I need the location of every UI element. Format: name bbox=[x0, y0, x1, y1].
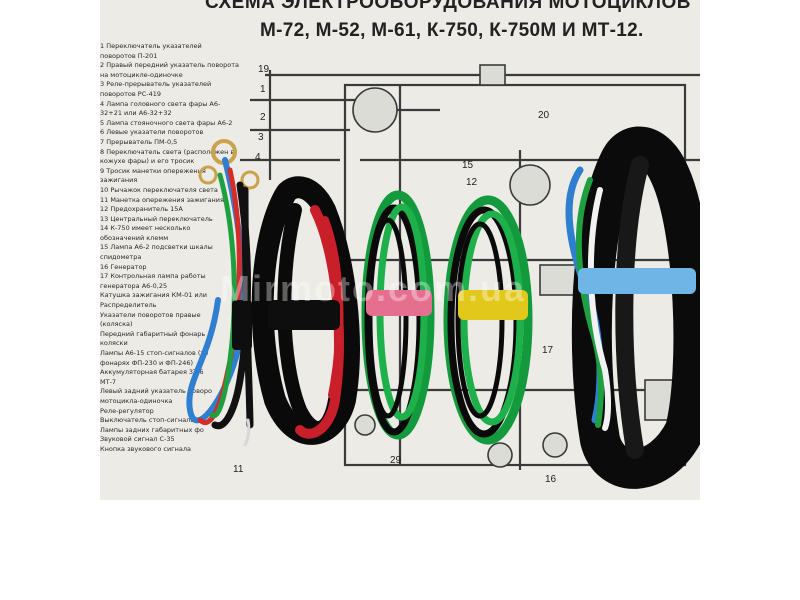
legend-item: кожухе фары) и его тросик bbox=[100, 157, 195, 166]
legend-item: генератора А6-0,25 bbox=[100, 281, 168, 290]
watermark: Mirmoto.com.ua bbox=[220, 268, 527, 309]
legend-item: Лампы А6-15 стоп-сигналов (то bbox=[100, 349, 209, 357]
thin-wire-bundle bbox=[186, 139, 260, 447]
callout-label: 15 bbox=[462, 160, 474, 171]
legend-item: 13 Центральный переключатель bbox=[100, 214, 213, 223]
legend-item: Звуковой сигнал С-35 bbox=[100, 435, 175, 444]
callout-layer: 19 1 2 3 4 15 12 20 17 29 11 16 bbox=[233, 64, 557, 485]
legend-item: Реле-регулятор bbox=[100, 406, 154, 415]
legend-item: Левый задний указатель поворо bbox=[100, 387, 213, 396]
legend-item: 16 Генератор bbox=[100, 262, 147, 271]
legend-item: поворотов П-201 bbox=[100, 51, 158, 60]
legend-item: 8 Переключатель света (расположен в bbox=[100, 147, 235, 156]
callout-label: 12 bbox=[466, 177, 478, 188]
diagram-title-line1: СХЕМА ЭЛЕКТРООБОРУДОВАНИЯ МОТОЦИКЛОВ bbox=[205, 0, 691, 13]
callout-label: 17 bbox=[542, 345, 554, 356]
large-tube-bundle bbox=[565, 126, 700, 489]
legend-item: Передний габаритный фонарь bbox=[100, 329, 206, 338]
legend-item: мотоцикла-одиночка bbox=[100, 396, 173, 405]
callout-label: 16 bbox=[545, 474, 557, 485]
legend-item: Аккумуляторная батарея 3Т-6 bbox=[100, 368, 204, 377]
legend-item: 12 Предохранитель 15А bbox=[100, 205, 183, 214]
legend-item: на мотоцикле-одиночке bbox=[100, 70, 183, 79]
legend-item: Выключатель стоп-сигнала bbox=[100, 416, 195, 425]
legend-item: (коляска) bbox=[100, 320, 133, 329]
legend-item: спидометра bbox=[100, 253, 142, 262]
legend-item: коляски bbox=[100, 339, 128, 348]
legend-item: МТ-7 bbox=[100, 377, 117, 386]
legend-item: Указатели поворотов правые bbox=[100, 310, 201, 319]
product-photo: СХЕМА ЭЛЕКТРООБОРУДОВАНИЯ МОТОЦИКЛОВ М-7… bbox=[100, 0, 700, 500]
green-black-coil-1 bbox=[361, 190, 435, 440]
legend-item: 4 Лампа головного света фары А6- bbox=[100, 99, 221, 108]
legend-item: 1 Переключатель указателей bbox=[100, 42, 202, 50]
callout-label: 3 bbox=[258, 132, 264, 143]
black-red-cable-bundle bbox=[251, 176, 360, 445]
legend-item: 10 Рычажок переключателя света bbox=[100, 185, 218, 194]
legend-item: 9 Тросик манетки опережения bbox=[100, 166, 206, 175]
legend-item: 15 Лампа А6-2 подсветки шкалы bbox=[100, 243, 213, 252]
legend-item: обозначений клемм bbox=[100, 233, 169, 242]
legend-item: Катушка зажигания КМ-01 или bbox=[100, 291, 208, 300]
callout-label: 11 bbox=[233, 464, 244, 475]
callout-label: 19 bbox=[258, 64, 270, 75]
callout-label: 29 bbox=[390, 455, 402, 466]
legend-item: Кнопка звукового сигнала bbox=[100, 444, 191, 453]
wiring-harness-bundles bbox=[186, 126, 700, 489]
legend-item: зажигания bbox=[100, 176, 138, 185]
legend-item: 32+21 или А6-32+32 bbox=[100, 109, 172, 118]
legend-item: 2 Правый передний указатель поворота bbox=[100, 61, 240, 70]
diagram-title-line2: М-72, М-52, М-61, К-750, К-750М И МТ-12. bbox=[260, 20, 644, 41]
callout-label: 4 bbox=[255, 152, 261, 163]
green-black-coil-2 bbox=[443, 195, 533, 445]
callout-label: 1 bbox=[260, 84, 266, 95]
legend-item: 14 К-750 имеет несколько bbox=[100, 224, 191, 233]
callout-label: 2 bbox=[260, 112, 266, 123]
legend-item: фонарях ФП-230 и ФП-246) bbox=[100, 358, 194, 367]
callout-label: 20 bbox=[538, 110, 550, 121]
legend-item: 6 Левые указатели поворотов bbox=[100, 128, 204, 137]
legend-item: 3 Реле-прерыватель указателей bbox=[100, 80, 212, 89]
legend-item: 17 Контрольная лампа работы bbox=[100, 272, 206, 281]
legend-item: 7 Прерыватель ПМ-0,5 bbox=[100, 137, 178, 146]
legend-item: поворотов РС-419 bbox=[100, 89, 162, 98]
legend-item: 5 Лампа стояночного света фары А6-2 bbox=[100, 118, 233, 127]
legend-item: Распределитель bbox=[100, 301, 157, 310]
legend-item: 11 Манетка опережения зажигания bbox=[100, 195, 224, 204]
legend-item: Лампы задних габаритных фо bbox=[100, 425, 204, 434]
